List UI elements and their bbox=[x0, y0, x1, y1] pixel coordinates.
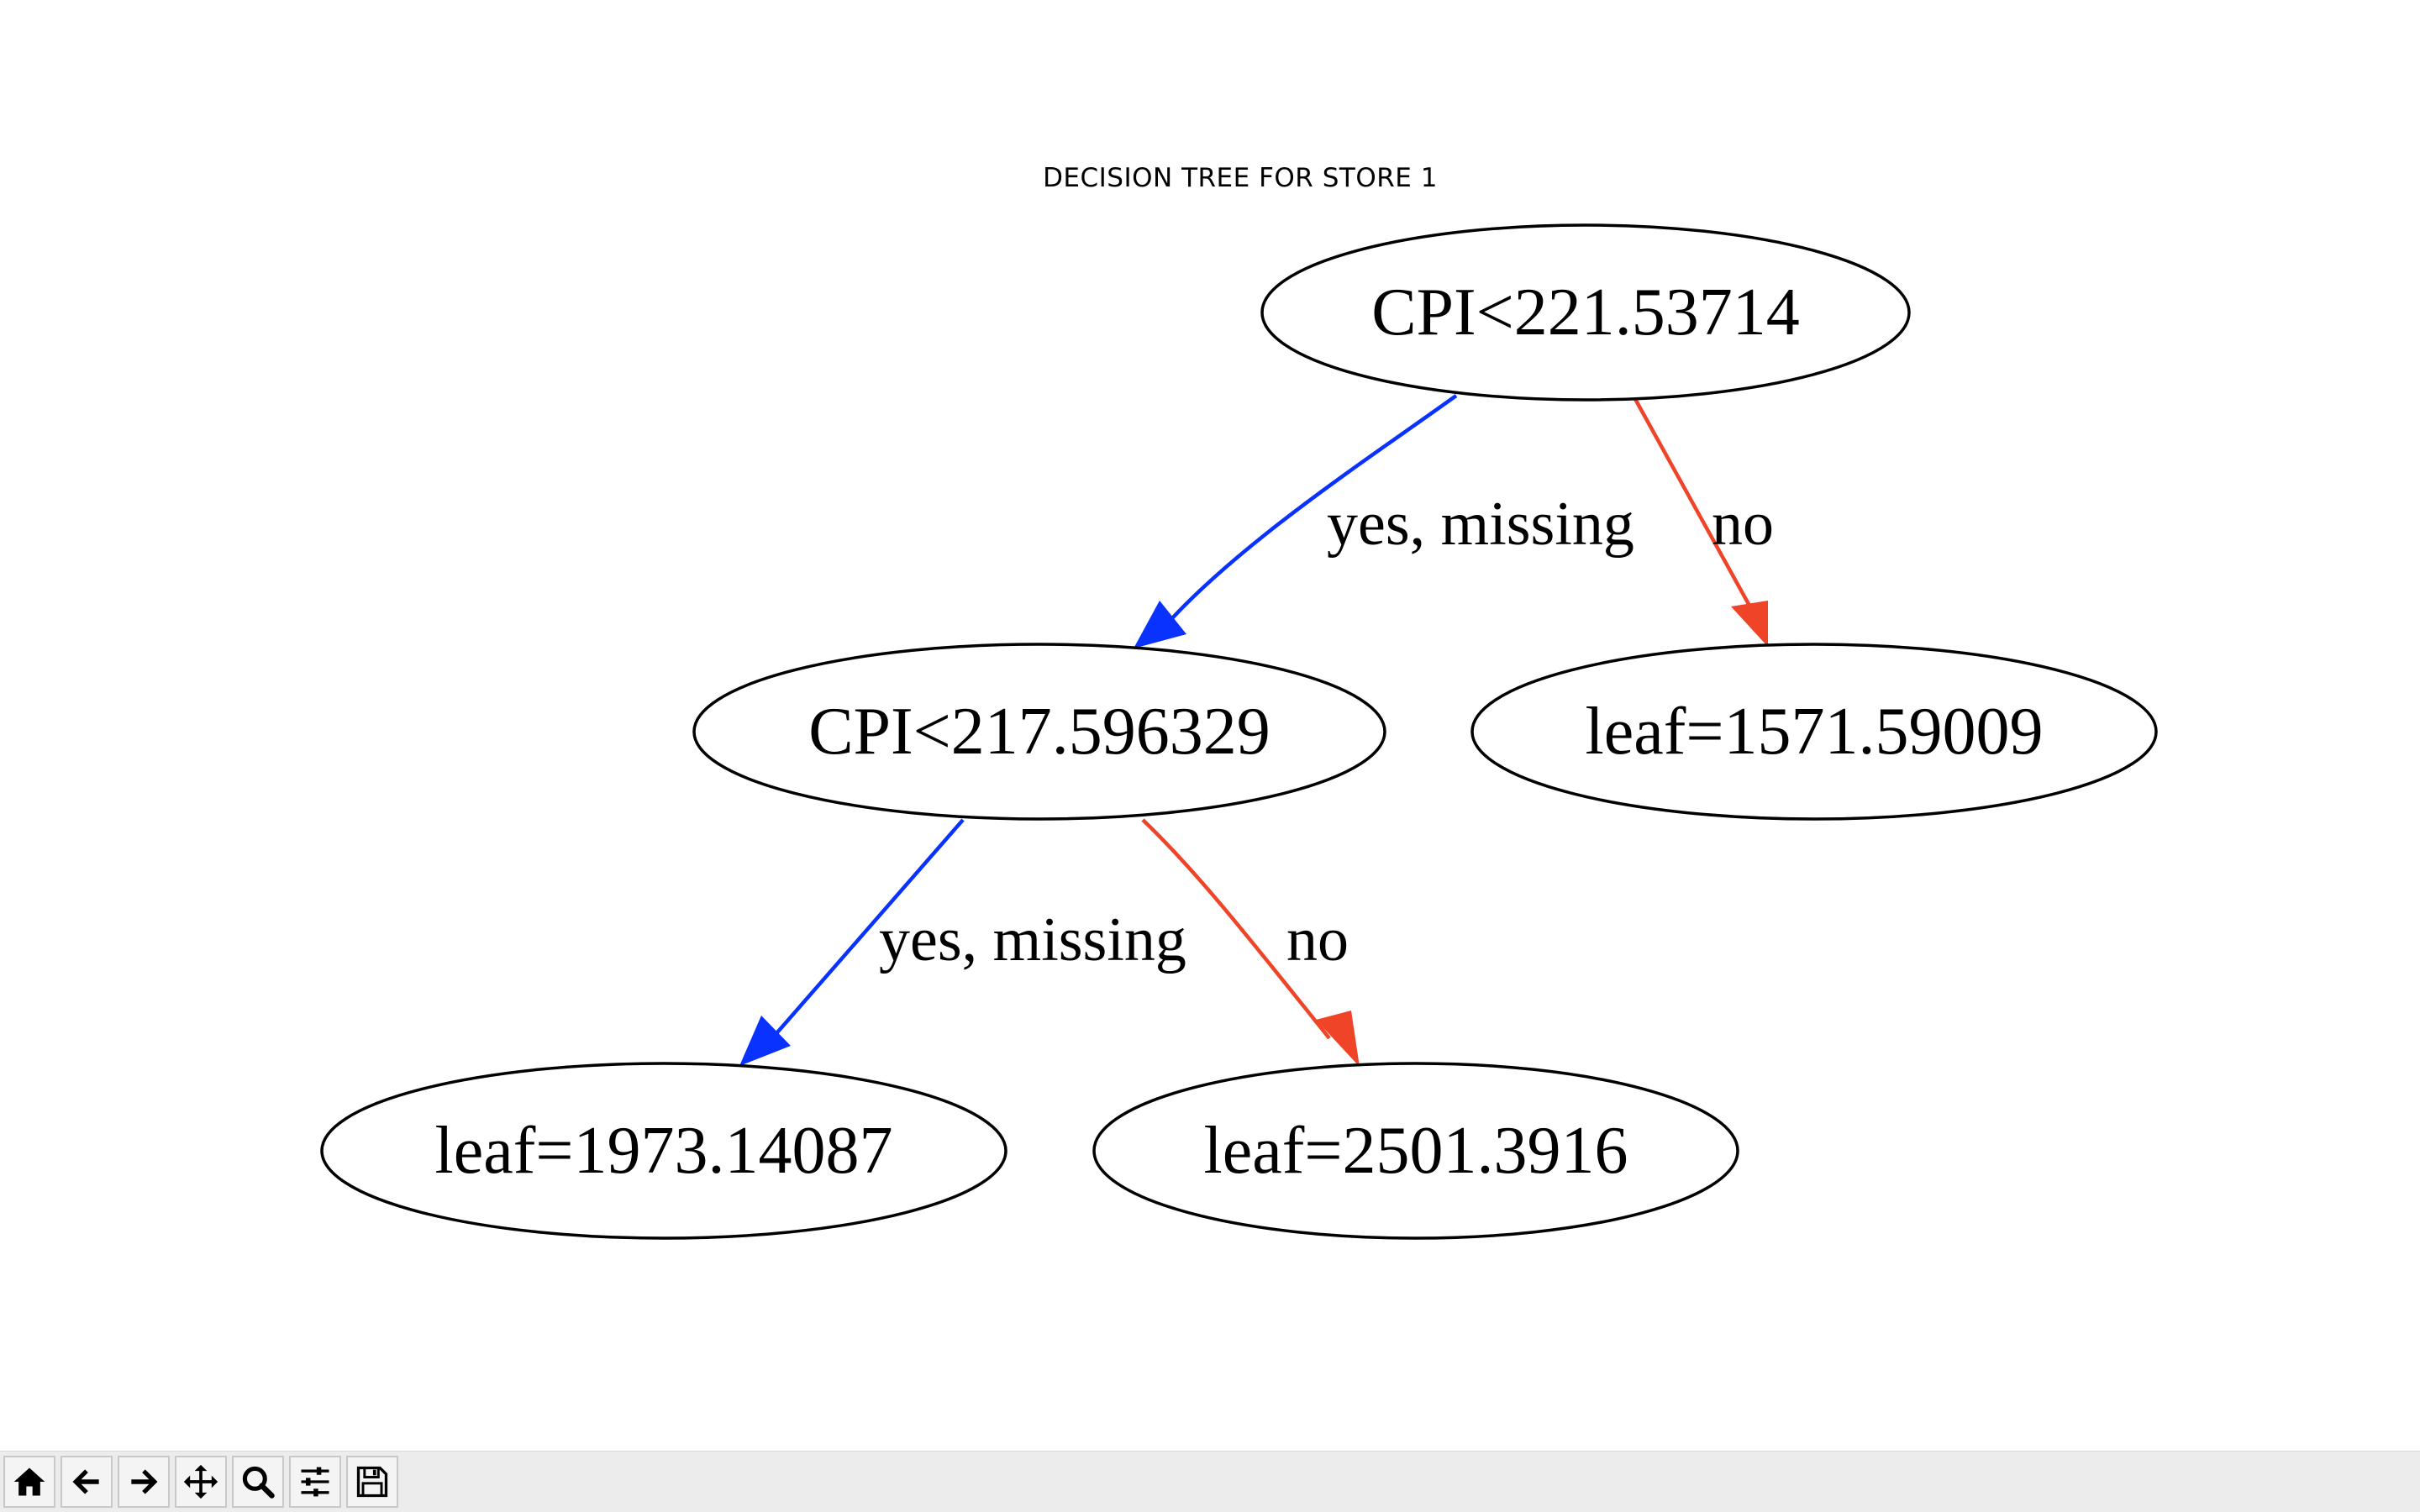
node-right-leaf-label: leaf=1571.59009 bbox=[1586, 695, 2044, 769]
edge-left-no bbox=[1141, 818, 1331, 1040]
edge-label-root-no: no bbox=[1712, 490, 1774, 559]
back-button[interactable] bbox=[60, 1456, 113, 1508]
home-icon bbox=[13, 1467, 45, 1496]
node-left-right-leaf: leaf=2501.3916 bbox=[1092, 1062, 1739, 1240]
node-left-right-leaf-label: leaf=2501.3916 bbox=[1204, 1114, 1628, 1188]
edge-root-no-arrowhead bbox=[1731, 601, 1768, 647]
edge-left-yes bbox=[771, 818, 965, 1040]
figure-canvas: DECISION TREE FOR STORE 1 yes, missing n… bbox=[320, 163, 2158, 1240]
configure-subplots-button[interactable] bbox=[289, 1456, 341, 1508]
node-left: CPI<217.596329 bbox=[692, 643, 1386, 821]
edge-left-yes-arrowhead bbox=[739, 1016, 791, 1066]
pan-icon bbox=[183, 1464, 218, 1499]
node-root-label: CPI<221.53714 bbox=[1371, 276, 1800, 349]
configure-subplots-icon bbox=[301, 1467, 329, 1497]
edge-root-yes bbox=[1171, 394, 1458, 620]
forward-arrow-icon bbox=[131, 1469, 158, 1494]
save-button[interactable] bbox=[346, 1456, 398, 1508]
navigation-toolbar bbox=[0, 1451, 2420, 1512]
home-button[interactable] bbox=[3, 1456, 55, 1508]
save-icon bbox=[356, 1466, 388, 1498]
node-left-label: CPI<217.596329 bbox=[808, 695, 1270, 769]
edge-label-root-yes: yes, missing bbox=[1327, 490, 1634, 559]
zoom-icon bbox=[242, 1466, 275, 1499]
decision-tree-diagram: yes, missing no yes, missing no CPI<221.… bbox=[320, 223, 2158, 1240]
edge-label-left-no: no bbox=[1286, 906, 1349, 974]
edge-label-left-yes: yes, missing bbox=[879, 906, 1186, 974]
node-left-left-leaf: leaf=1973.14087 bbox=[320, 1062, 1007, 1240]
node-left-left-leaf-label: leaf=1973.14087 bbox=[435, 1114, 893, 1188]
edge-root-yes-arrowhead bbox=[1134, 601, 1186, 648]
pan-button[interactable] bbox=[175, 1456, 227, 1508]
edge-root-no bbox=[1634, 397, 1755, 615]
back-arrow-icon bbox=[72, 1469, 99, 1494]
node-right-leaf: leaf=1571.59009 bbox=[1470, 643, 2158, 821]
zoom-button[interactable] bbox=[232, 1456, 284, 1508]
forward-button[interactable] bbox=[118, 1456, 170, 1508]
edge-left-no-arrowhead bbox=[1316, 1011, 1360, 1067]
node-root: CPI<221.53714 bbox=[1260, 223, 1911, 402]
figure-title: DECISION TREE FOR STORE 1 bbox=[1043, 163, 1438, 193]
